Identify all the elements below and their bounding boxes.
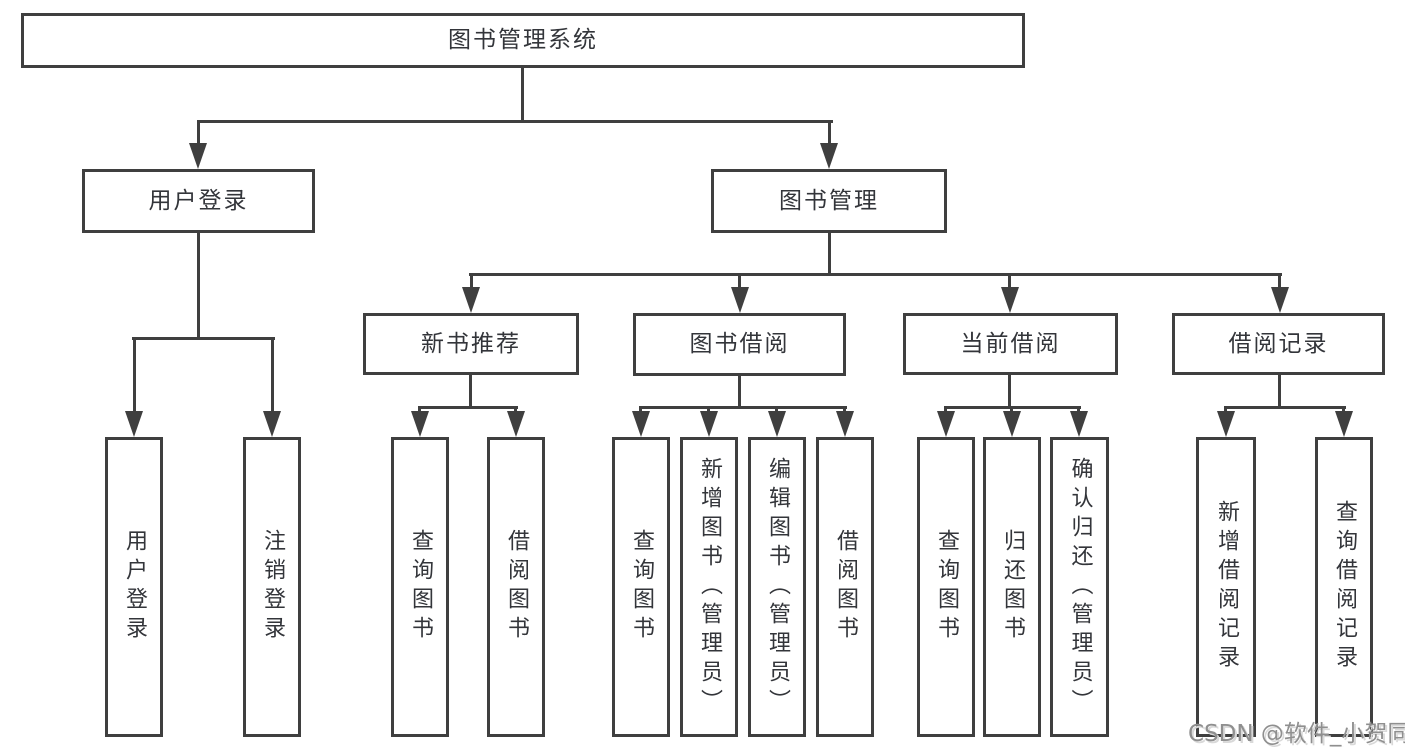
connector-line [197, 120, 833, 123]
arrowhead-icon [1217, 411, 1235, 437]
node-box-root: 图书管理系统 [21, 13, 1025, 68]
node-box-book-borrow: 图书借阅 [633, 313, 846, 376]
leaf-label-add-books-admin: 新增图书（管理员） [697, 456, 722, 718]
leaf-box-return-books: 归还图书 [983, 437, 1041, 737]
leaf-label-confirm-return-admin: 确认归还（管理员） [1067, 456, 1093, 718]
node-label-book-borrow: 图书借阅 [689, 331, 790, 357]
arrowhead-icon [1070, 411, 1088, 437]
leaf-box-edit-books-admin: 编辑图书（管理员） [748, 437, 806, 737]
leaf-label-query-books-borrow: 查询图书 [629, 529, 654, 645]
arrowhead-icon [820, 143, 838, 169]
leaf-label-logout: 注销登录 [260, 529, 285, 645]
arrowhead-icon [125, 411, 143, 437]
arrowhead-icon [1271, 287, 1289, 313]
leaf-label-return-books: 归还图书 [1000, 529, 1025, 645]
node-label-borrow-record: 借阅记录 [1228, 330, 1329, 357]
arrowhead-icon [836, 411, 854, 437]
connector-line [418, 406, 518, 409]
arrowhead-icon [462, 287, 480, 313]
node-label-new-book-recommend: 新书推荐 [421, 330, 521, 357]
node-label-current-borrow: 当前借阅 [960, 330, 1061, 357]
node-label-user-login: 用户登录 [148, 187, 249, 214]
connector-line [738, 374, 741, 409]
arrowhead-icon [507, 411, 525, 437]
connector-line [1008, 273, 1011, 293]
connector-line [1224, 406, 1346, 409]
leaf-label-add-borrow-record: 新增借阅记录 [1214, 500, 1239, 674]
leaf-box-confirm-return-admin: 确认归还（管理员） [1050, 437, 1109, 737]
connector-line [133, 337, 136, 413]
node-label-root: 图书管理系统 [448, 27, 598, 53]
node-box-borrow-record: 借阅记录 [1172, 313, 1385, 375]
connector-line [521, 68, 524, 123]
node-box-new-book-recommend: 新书推荐 [363, 313, 579, 375]
connector-line [469, 374, 472, 409]
arrowhead-icon [700, 411, 718, 437]
connector-line [639, 406, 847, 409]
connector-line [1278, 273, 1281, 293]
connector-line [197, 233, 200, 340]
leaf-label-borrow-books-recommend: 借阅图书 [504, 529, 529, 645]
leaf-label-query-books-recommend: 查询图书 [408, 529, 433, 645]
leaf-label-query-books-current: 查询图书 [934, 529, 959, 645]
connector-line [1278, 374, 1281, 409]
connector-line [271, 337, 274, 413]
leaf-box-query-books-borrow: 查询图书 [612, 437, 670, 737]
leaf-box-query-books-current: 查询图书 [917, 437, 975, 737]
arrowhead-icon [1003, 411, 1021, 437]
node-label-book-management: 图书管理 [779, 187, 879, 214]
connector-line [828, 120, 831, 148]
leaf-label-edit-books-admin: 编辑图书（管理员） [765, 456, 790, 718]
node-box-user-login: 用户登录 [82, 169, 315, 233]
connector-line [469, 273, 1282, 276]
arrowhead-icon [632, 411, 650, 437]
connector-line [197, 120, 200, 148]
arrowhead-icon [411, 411, 429, 437]
leaf-box-borrow-books: 借阅图书 [816, 437, 874, 737]
arrowhead-icon [189, 143, 207, 169]
arrowhead-icon [1335, 411, 1353, 437]
connector-line [828, 233, 831, 276]
leaf-box-logout: 注销登录 [243, 437, 301, 737]
node-box-book-management: 图书管理 [711, 169, 947, 233]
arrowhead-icon [937, 411, 955, 437]
connector-line [470, 273, 473, 293]
leaf-box-add-borrow-record: 新增借阅记录 [1196, 437, 1256, 737]
leaf-box-query-borrow-record: 查询借阅记录 [1315, 437, 1373, 737]
connector-line [738, 273, 741, 293]
arrowhead-icon [1001, 287, 1019, 313]
node-box-current-borrow: 当前借阅 [903, 313, 1118, 375]
leaf-box-add-books-admin: 新增图书（管理员） [680, 437, 738, 737]
leaf-box-borrow-books-recommend: 借阅图书 [487, 437, 545, 737]
arrowhead-icon [768, 411, 786, 437]
arrowhead-icon [263, 411, 281, 437]
leaf-box-user-login: 用户登录 [105, 437, 163, 737]
connector-line [1008, 374, 1011, 409]
leaf-box-query-books-recommend: 查询图书 [391, 437, 449, 737]
csdn-watermark: CSDN @软件_小贺同学 [1188, 721, 1405, 747]
arrowhead-icon [731, 287, 749, 313]
connector-line [132, 337, 275, 340]
leaf-label-borrow-books: 借阅图书 [833, 529, 858, 645]
leaf-label-query-borrow-record: 查询借阅记录 [1332, 500, 1357, 674]
leaf-label-user-login: 用户登录 [122, 529, 147, 645]
